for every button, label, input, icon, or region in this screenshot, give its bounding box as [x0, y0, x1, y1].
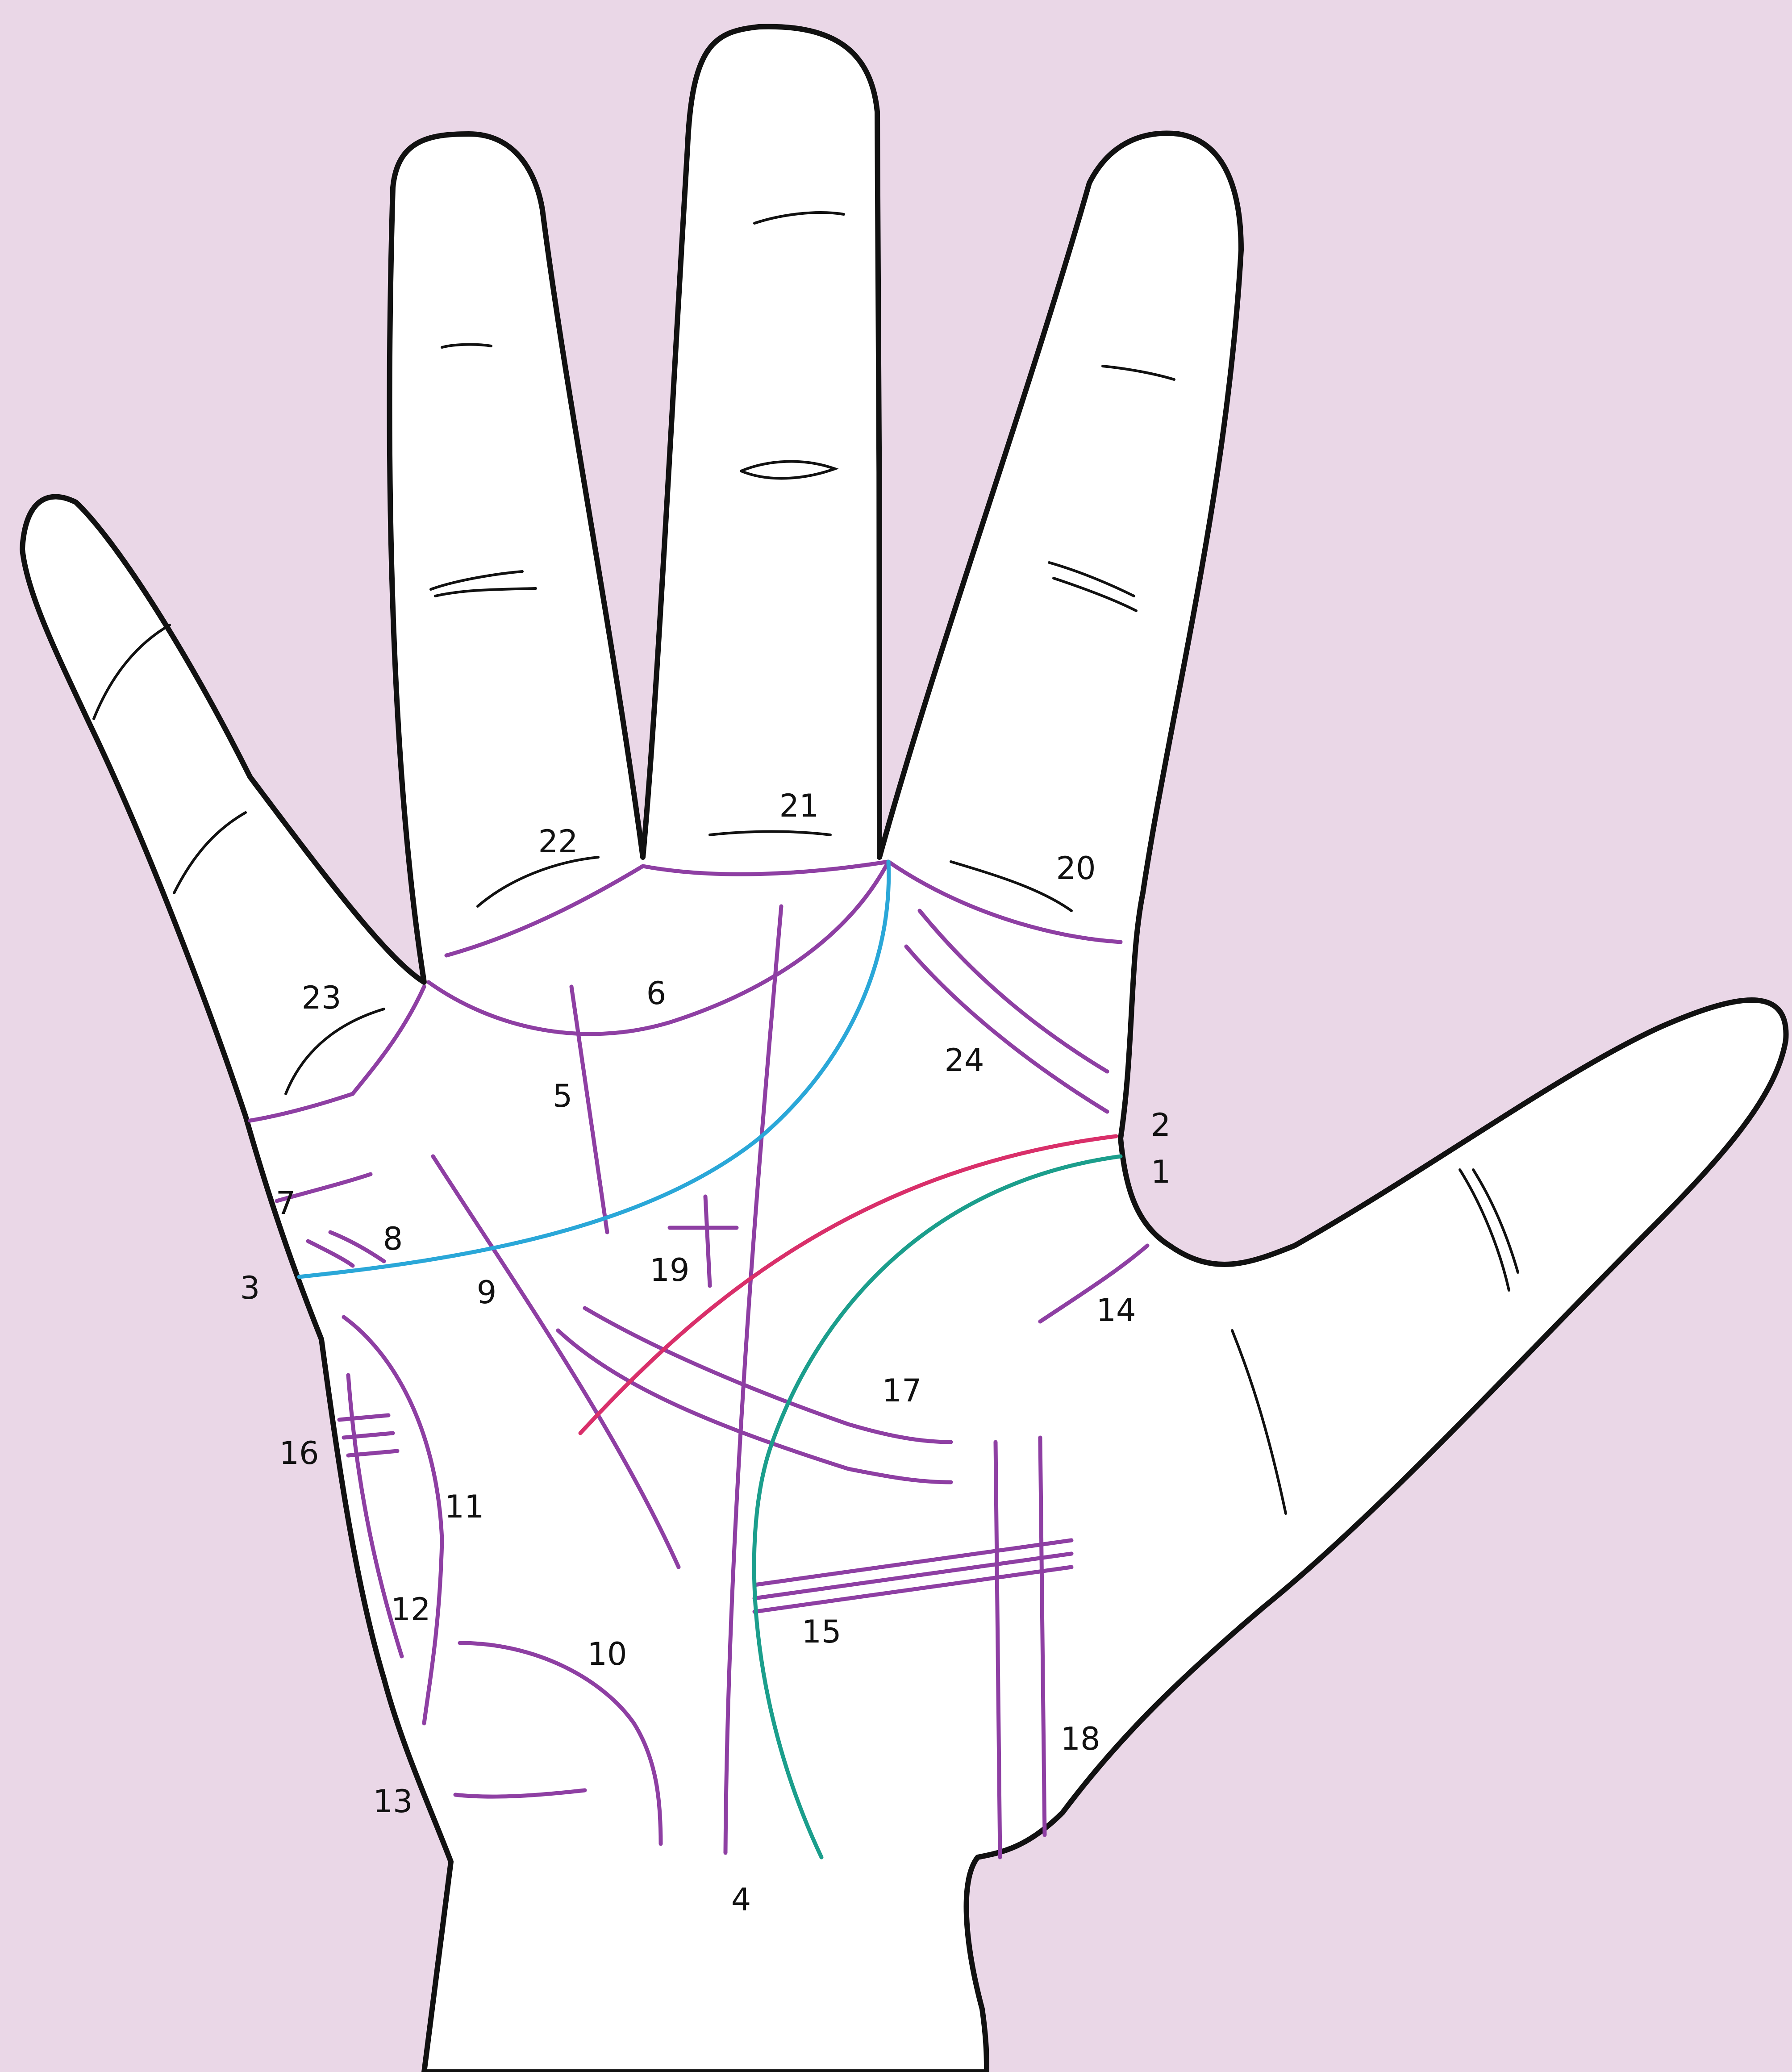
finger-crease: [92, 624, 171, 720]
label-14: 14: [1096, 1292, 1136, 1329]
line-11: [342, 1315, 444, 1726]
line-18: [993, 1440, 1002, 1859]
line-7: [275, 1172, 373, 1203]
line-5: [569, 984, 609, 1234]
finger-crease: [429, 570, 524, 591]
line-15: [752, 1538, 1074, 1587]
line-17: [556, 1328, 953, 1484]
label-15: 15: [801, 1613, 841, 1650]
line-10: [458, 1641, 663, 1846]
line-24: [917, 909, 1109, 1074]
line-finger-base: [886, 859, 1123, 944]
finger-crease: [1052, 577, 1138, 612]
label-13: 13: [373, 1783, 413, 1820]
line-3-head: [297, 859, 891, 1279]
finger-crease: [708, 830, 832, 836]
finger-crease: [476, 856, 600, 908]
line-19: [703, 1194, 712, 1288]
label-1: 1: [1151, 1154, 1171, 1190]
label-19: 19: [650, 1252, 689, 1288]
label-18: 18: [1060, 1721, 1100, 1757]
finger-crease: [1101, 365, 1175, 381]
hand-outline: [20, 24, 1789, 2072]
finger-creases: [92, 211, 1519, 1515]
finger-crease: [1472, 1168, 1519, 1274]
line-16: [337, 1413, 391, 1422]
label-6: 6: [646, 975, 667, 1012]
label-3: 3: [240, 1270, 260, 1306]
palm-lines: [248, 859, 1150, 1859]
line-18: [1038, 1435, 1047, 1837]
finger-crease: [284, 1008, 385, 1095]
label-8: 8: [383, 1221, 403, 1257]
label-5: 5: [553, 1078, 573, 1114]
label-21: 21: [779, 788, 819, 824]
label-10: 10: [587, 1636, 627, 1672]
line-23: [248, 984, 426, 1123]
line-16: [346, 1449, 400, 1458]
label-20: 20: [1056, 850, 1096, 887]
finger-crease: [441, 343, 492, 349]
line-14: [1038, 1243, 1150, 1324]
label-22: 22: [538, 823, 578, 860]
label-16: 16: [279, 1435, 319, 1472]
line-15: [752, 1565, 1074, 1614]
label-24: 24: [944, 1042, 984, 1079]
line-8: [306, 1239, 355, 1268]
label-17: 17: [882, 1372, 921, 1409]
line-finger-base: [444, 864, 645, 958]
finger-crease: [950, 860, 1073, 912]
finger-crease: [740, 460, 839, 480]
line-4-fate: [723, 904, 783, 1855]
line-17: [583, 1306, 953, 1444]
line-6-heart: [426, 859, 891, 1036]
line-9: [431, 1154, 681, 1569]
label-23: 23: [301, 980, 341, 1016]
line-16: [342, 1431, 395, 1440]
label-9: 9: [477, 1274, 497, 1311]
label-2: 2: [1151, 1107, 1171, 1143]
finger-crease: [434, 587, 537, 597]
line-13: [453, 1788, 587, 1799]
line-2: [578, 1134, 1118, 1435]
finger-crease: [173, 811, 247, 894]
label-4: 4: [731, 1881, 751, 1918]
line-number-labels: 1 2 3 4 5 6 7 8 9 10 11 12 13 14 15 16 1…: [240, 788, 1171, 1918]
line-12: [346, 1373, 404, 1659]
label-7: 7: [276, 1185, 296, 1222]
line-finger-base: [641, 859, 891, 876]
finger-crease: [1048, 561, 1135, 597]
label-12: 12: [391, 1591, 430, 1628]
finger-crease: [753, 211, 845, 225]
line-1-life: [752, 1154, 1123, 1859]
label-11: 11: [444, 1488, 484, 1525]
finger-crease: [1459, 1168, 1510, 1292]
finger-crease: [1231, 1329, 1287, 1515]
line-24: [904, 944, 1109, 1114]
line-8: [328, 1230, 386, 1263]
line-15: [752, 1551, 1074, 1601]
